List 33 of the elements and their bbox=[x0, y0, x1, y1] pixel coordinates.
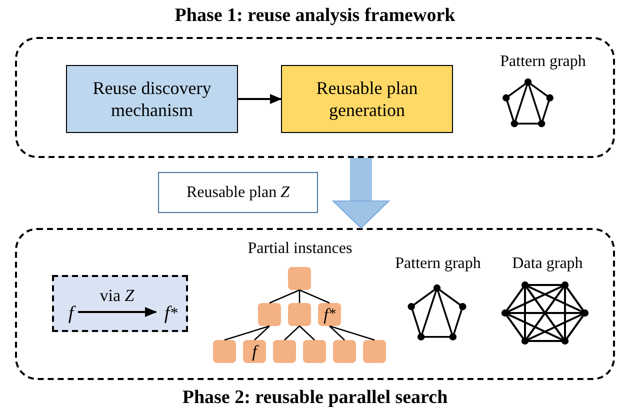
tree-line bbox=[224, 325, 270, 341]
arrow bbox=[78, 307, 157, 317]
instance-box: f bbox=[243, 340, 266, 363]
dashed-box bbox=[52, 275, 188, 332]
phase-heading: Phase 2: reusable parallel search bbox=[181, 386, 449, 410]
instance-box bbox=[288, 267, 311, 290]
tree-line bbox=[299, 326, 315, 340]
instance-box bbox=[288, 303, 311, 326]
phase-heading: Phase 1: reuse analysis framework bbox=[174, 4, 456, 28]
instance-box bbox=[333, 340, 356, 363]
process-box: Reusable plan generation bbox=[281, 65, 453, 133]
tree-line bbox=[284, 326, 300, 340]
plan-box: Reusable plan Z bbox=[158, 172, 318, 213]
instance-box bbox=[213, 340, 236, 363]
function-symbol: f bbox=[62, 301, 80, 327]
block-arrow bbox=[332, 158, 390, 228]
tree-line bbox=[329, 326, 345, 340]
graph-label: Data graph bbox=[511, 254, 584, 274]
instance-box bbox=[273, 340, 296, 363]
tree-line bbox=[298, 290, 300, 303]
instance-box bbox=[258, 303, 281, 326]
tree-line bbox=[269, 289, 300, 304]
arrow bbox=[238, 94, 282, 104]
tree-line bbox=[299, 289, 330, 304]
process-box: Reuse discovery mechanism bbox=[66, 65, 238, 133]
instance-box bbox=[363, 340, 386, 363]
instance-box bbox=[303, 340, 326, 363]
tree-line bbox=[254, 326, 270, 340]
edge-label: via Z bbox=[98, 286, 136, 306]
tree-line bbox=[329, 325, 375, 341]
graph-label: Partial instances bbox=[246, 239, 354, 259]
graph-label: Pattern graph bbox=[499, 52, 587, 72]
graph-label: Pattern graph bbox=[394, 254, 482, 274]
